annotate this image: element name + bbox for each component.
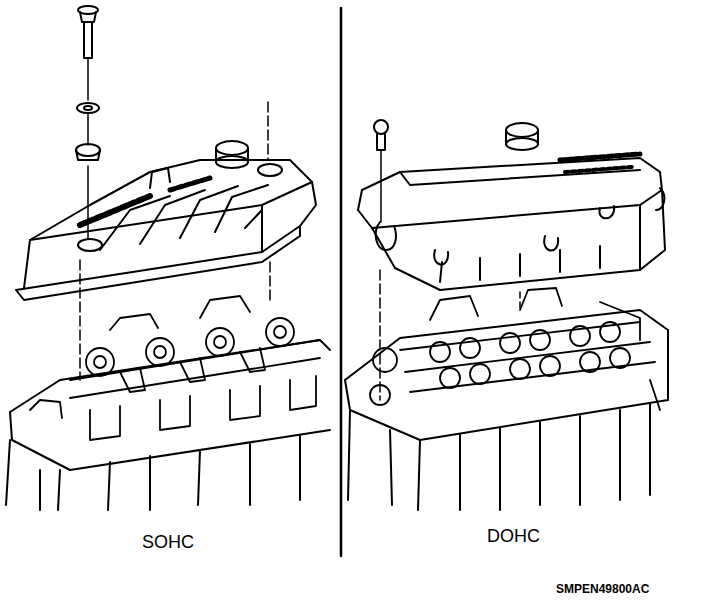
divider-line (340, 8, 343, 556)
sohc-valve-cover (16, 141, 316, 300)
sohc-cylinder-head (6, 296, 330, 510)
figure-code: SMPEN49800AC (554, 582, 651, 596)
engine-type-label: SOHC (140, 532, 196, 553)
dohc-bolt (374, 120, 520, 400)
dohc-valve-cover (358, 123, 665, 290)
dohc-cylinder-head (345, 288, 668, 510)
sohc-bolt-washers (76, 6, 270, 380)
engine-type-label: DOHC (485, 526, 542, 547)
